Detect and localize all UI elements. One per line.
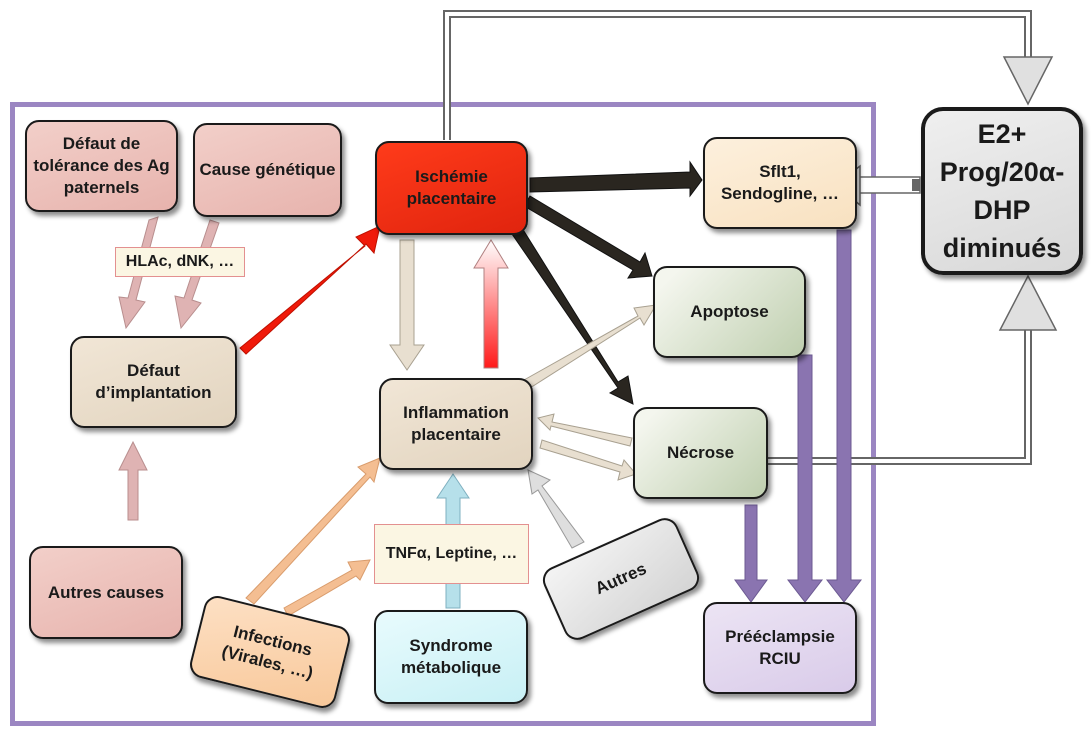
- node-genetic-label: Cause génétique: [199, 160, 336, 179]
- peach-arrows: [245, 457, 381, 617]
- grey-arrow-autres: [527, 469, 585, 549]
- node-metabolic: Syndrome métabolique: [374, 610, 528, 704]
- label-hla-text: HLAc, dNK, …: [125, 253, 235, 270]
- node-genetic: Cause génétique: [193, 123, 342, 217]
- node-ischemia-label: Ischémie placentaire: [406, 167, 497, 208]
- node-infections-label: Infections (Virales, …): [219, 621, 315, 683]
- node-necrosis: Nécrose: [633, 407, 768, 499]
- node-sflt-label: Sflt1, Sendogline, …: [720, 162, 840, 203]
- node-others-label: Autres: [592, 558, 650, 599]
- node-metabolic-label: Syndrome métabolique: [400, 636, 502, 677]
- node-hormones-label: E2+ Prog/20α-DHP diminués: [939, 119, 1065, 263]
- dark-arrows: [511, 160, 703, 405]
- node-preeclampsia-label: Prééclampsie RCIU: [725, 627, 835, 668]
- inflammation-arrows: [523, 304, 657, 481]
- arrow-inflammation-ischemia: [473, 239, 509, 369]
- label-hla: HLAc, dNK, …: [115, 247, 245, 277]
- node-implantation: Défaut d’implantation: [70, 336, 237, 428]
- node-hormones: E2+ Prog/20α-DHP diminués: [921, 107, 1083, 275]
- node-apoptosis: Apoptose: [653, 266, 806, 358]
- node-sflt: Sflt1, Sendogline, …: [703, 137, 857, 229]
- purple-arrows: [734, 229, 863, 603]
- node-other-causes: Autres causes: [29, 546, 183, 639]
- feedback-arrowhead-bottom: [998, 274, 1058, 331]
- node-necrosis-label: Nécrose: [666, 443, 735, 462]
- node-other-causes-label: Autres causes: [47, 582, 165, 602]
- node-preeclampsia: Prééclampsie RCIU: [703, 602, 857, 694]
- feedback-arrowhead-top: [1002, 56, 1054, 106]
- node-inflammation: Inflammation placentaire: [379, 378, 533, 470]
- arrow-ischemia-inflammation: [389, 239, 425, 371]
- node-tolerance: Défaut de tolérance des Ag paternels: [25, 120, 178, 212]
- node-apoptosis-label: Apoptose: [690, 302, 769, 321]
- red-arrow-implantation-ischemia: [239, 225, 381, 355]
- node-inflammation-label: Inflammation placentaire: [403, 403, 509, 444]
- node-implantation-label: Défaut d’implantation: [95, 361, 212, 402]
- node-ischemia: Ischémie placentaire: [375, 141, 528, 235]
- label-tnf: TNFα, Leptine, …: [374, 524, 529, 584]
- node-tolerance-label: Défaut de tolérance des Ag paternels: [33, 134, 170, 197]
- label-tnf-text: TNFα, Leptine, …: [385, 545, 518, 562]
